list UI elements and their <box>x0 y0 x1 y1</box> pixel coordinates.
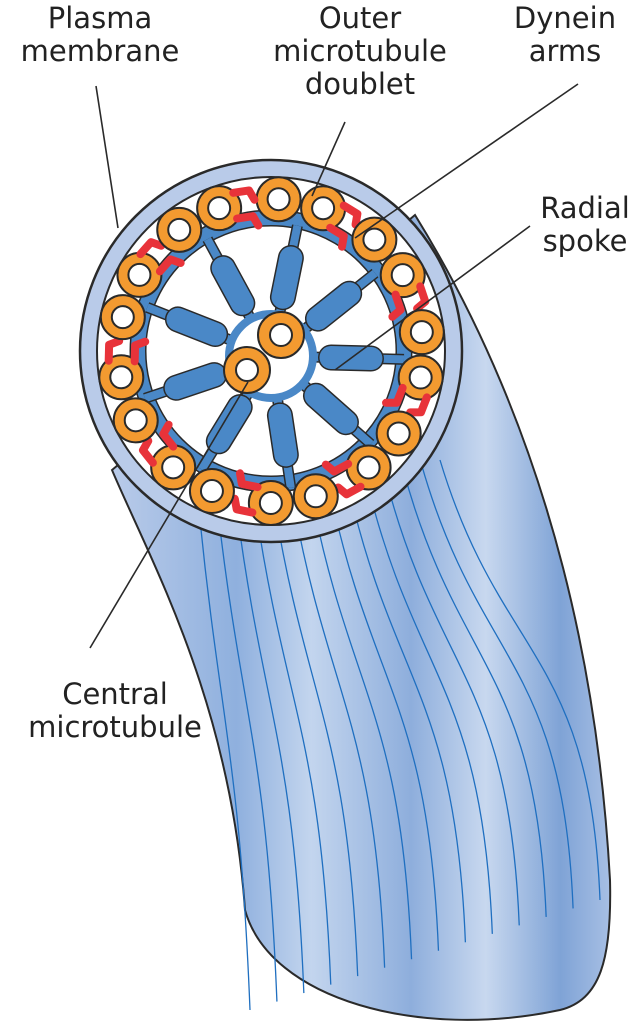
shaft-fiber <box>236 510 305 994</box>
radial-spoke-head <box>166 307 227 346</box>
label-outer-microtubule-doublet: Outer microtubule doublet <box>273 1 447 101</box>
shaft-fiber <box>328 487 440 951</box>
shaft-fiber <box>347 482 467 943</box>
dynein-arm <box>159 420 178 451</box>
microtubule-lumen <box>110 305 135 330</box>
leader-dynein-arms <box>354 83 579 239</box>
shaft-fiber <box>217 515 278 1002</box>
leader-lines <box>89 83 579 649</box>
label-radial-spoke: Radial spoke <box>540 191 630 258</box>
leader-radial-spoke <box>334 225 531 371</box>
shaft-fiber <box>365 478 493 934</box>
dynein-arm <box>413 282 430 313</box>
radial-spoke-head <box>306 282 361 331</box>
central-microtubule-lumen <box>235 358 259 382</box>
dynein-arm <box>406 393 431 417</box>
microtubule-lumen <box>109 365 134 390</box>
radial-spoke-head <box>304 384 358 434</box>
microtubule-lumen <box>199 479 224 504</box>
dynein-arm <box>235 469 262 492</box>
microtubule-lumen <box>408 365 433 390</box>
dynein-arm <box>104 336 124 365</box>
shaft-fiber <box>439 459 601 901</box>
shaft-fiber <box>199 519 251 1011</box>
dynein-arm <box>230 494 257 517</box>
microtubule-lumen <box>303 484 328 509</box>
axoneme-core <box>98 176 445 526</box>
shaft-fiber <box>291 496 386 968</box>
leader-central-microtubule <box>89 381 249 649</box>
microtubule-lumen <box>311 196 336 221</box>
label-dynein-arms: Dynein arms <box>513 1 617 68</box>
microtubule-lumen <box>386 421 411 446</box>
microtubule-lumen <box>258 490 283 515</box>
leader-outer-doublet <box>311 121 346 197</box>
label-central-microtubule: Central microtubule <box>28 677 202 744</box>
shaft-fiber <box>254 506 332 985</box>
shaft-fiber <box>402 469 547 917</box>
microtubule-lumen <box>207 196 232 221</box>
dynein-arm <box>130 337 150 366</box>
label-plasma-membrane: Plasma membrane <box>20 1 180 68</box>
dynein-arm <box>229 186 259 204</box>
shaft-fibers <box>199 459 601 1011</box>
radial-spoke-head <box>268 403 298 467</box>
dynein-arm <box>334 482 365 499</box>
microtubule-lumen <box>123 408 148 433</box>
dynein-arm <box>382 383 407 407</box>
dynein-arm <box>233 212 263 230</box>
microtubule-lumen <box>127 262 152 287</box>
central-microtubule-lumen <box>269 323 293 347</box>
shaft-fiber <box>273 501 359 977</box>
dynein-arm <box>155 255 185 276</box>
shaft-fiber <box>310 492 413 960</box>
dynein-arm <box>136 238 166 259</box>
leader-plasma-membrane <box>95 85 119 229</box>
microtubule-lumen <box>390 263 415 288</box>
microtubule-lumen <box>409 320 434 345</box>
shaft-fiber <box>420 464 574 909</box>
radial-spoke-head <box>207 395 252 453</box>
radial-spoke-head <box>271 246 303 309</box>
radial-spoke-head <box>164 363 226 400</box>
microtubule-lumen <box>266 187 291 212</box>
microtubule-lumen <box>362 227 387 252</box>
dynein-arm <box>138 436 157 467</box>
shaft-fiber <box>383 473 520 926</box>
dynein-arm <box>339 201 362 229</box>
radial-spoke-head <box>211 256 254 315</box>
microtubule-lumen <box>356 455 381 480</box>
dynein-arm <box>388 290 405 321</box>
microtubule-lumen <box>161 455 186 480</box>
microtubule-lumen <box>167 217 192 242</box>
dynein-arm <box>326 223 348 251</box>
dynein-arm <box>321 459 353 476</box>
